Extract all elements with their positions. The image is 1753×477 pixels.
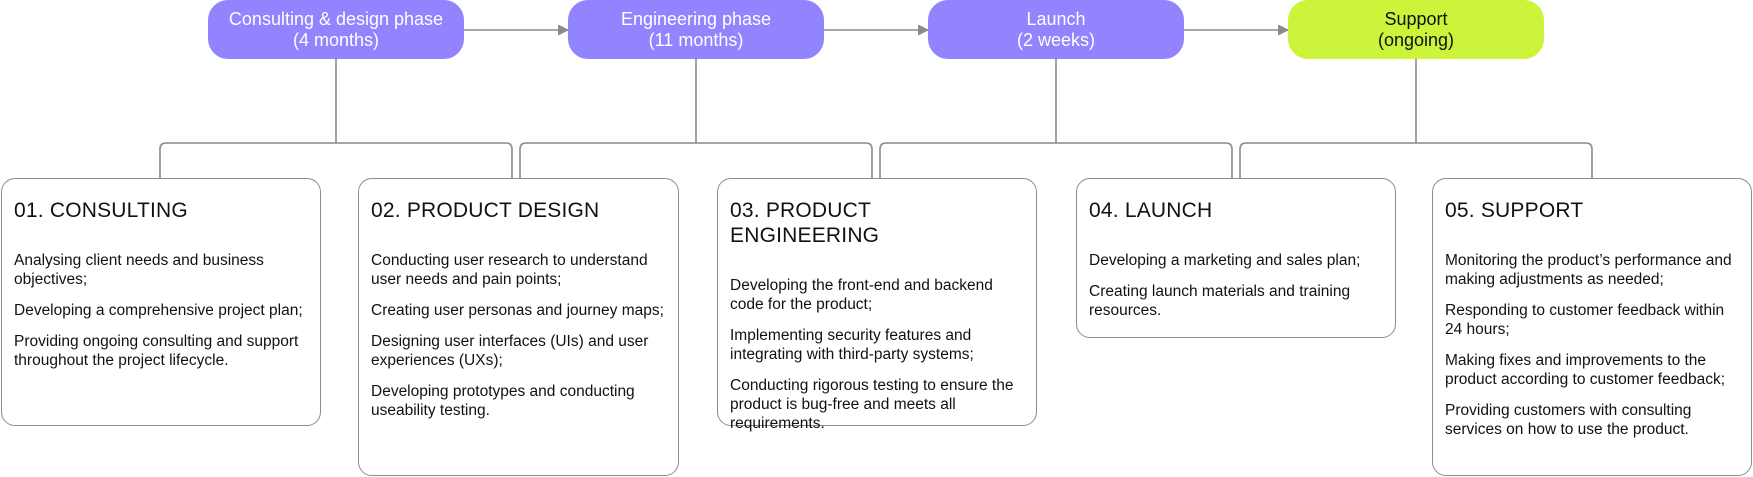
list-item: Developing prototypes and conducting use… — [371, 383, 635, 419]
card-title: 02. PRODUCT DESIGN — [371, 199, 600, 222]
phase-engineering: Engineering phase (11 months) — [568, 0, 824, 59]
phase-consulting-design: Consulting & design phase (4 months) — [208, 0, 464, 59]
list-item: Implementing security features and integ… — [730, 327, 974, 363]
bracket-3 — [879, 59, 1233, 178]
card-list: Developing a marketing and sales plan; C… — [1089, 251, 1383, 320]
list-item: Analysing client needs and business obje… — [14, 252, 264, 288]
list-item: Creating user personas and journey maps; — [371, 302, 664, 319]
list-item: Conducting rigorous testing to ensure th… — [730, 377, 1014, 432]
bracket-4 — [1239, 59, 1593, 178]
card-support: 05. SUPPORT Monitoring the product’s per… — [1432, 178, 1752, 476]
card-consulting: 01. CONSULTING Analysing client needs an… — [1, 178, 321, 426]
card-list: Monitoring the product’s performance and… — [1445, 251, 1739, 439]
phase-duration: (2 weeks) — [1016, 29, 1096, 50]
card-title: 05. SUPPORT — [1445, 199, 1584, 222]
card-list: Developing the front-end and backend cod… — [730, 276, 1024, 433]
card-list: Analysing client needs and business obje… — [14, 251, 308, 370]
card-title: 04. LAUNCH — [1089, 199, 1213, 222]
list-item: Conducting user research to understand u… — [371, 252, 648, 288]
card-title: 01. CONSULTING — [14, 199, 188, 222]
card-launch: 04. LAUNCH Developing a marketing and sa… — [1076, 178, 1396, 338]
list-item: Providing customers with consulting serv… — [1445, 402, 1692, 438]
list-item: Providing ongoing consulting and support… — [14, 333, 299, 369]
phase-duration: (ongoing) — [1377, 29, 1455, 50]
phase-duration: (4 months) — [292, 29, 380, 50]
card-product-engineering: 03. PRODUCT ENGINEERING Developing the f… — [717, 178, 1037, 432]
list-item: Developing a comprehensive project plan; — [14, 302, 303, 319]
list-item: Responding to customer feedback within 2… — [1445, 302, 1725, 338]
phase-title: Support — [1384, 8, 1448, 29]
list-item: Monitoring the product’s performance and… — [1445, 252, 1732, 288]
card-product-design: 02. PRODUCT DESIGN Conducting user resea… — [358, 178, 679, 476]
phase-duration: (11 months) — [648, 29, 744, 50]
card-title: 03. PRODUCT ENGINEERING — [730, 199, 880, 247]
card-list: Conducting user research to understand u… — [371, 251, 666, 420]
list-item: Creating launch materials and training r… — [1089, 283, 1351, 319]
phase-title: Consulting & design phase — [228, 8, 444, 29]
phase-support: Support (ongoing) — [1288, 0, 1544, 59]
phase-title: Engineering phase — [620, 8, 772, 29]
list-item: Making fixes and improvements to the pro… — [1445, 352, 1726, 388]
bracket-2 — [519, 59, 873, 178]
phase-title: Launch — [1026, 8, 1086, 29]
bracket-1 — [159, 59, 513, 178]
phase-launch: Launch (2 weeks) — [928, 0, 1184, 59]
list-item: Developing a marketing and sales plan; — [1089, 252, 1361, 269]
list-item: Designing user interfaces (UIs) and user… — [371, 333, 649, 369]
list-item: Developing the front-end and backend cod… — [730, 277, 993, 313]
